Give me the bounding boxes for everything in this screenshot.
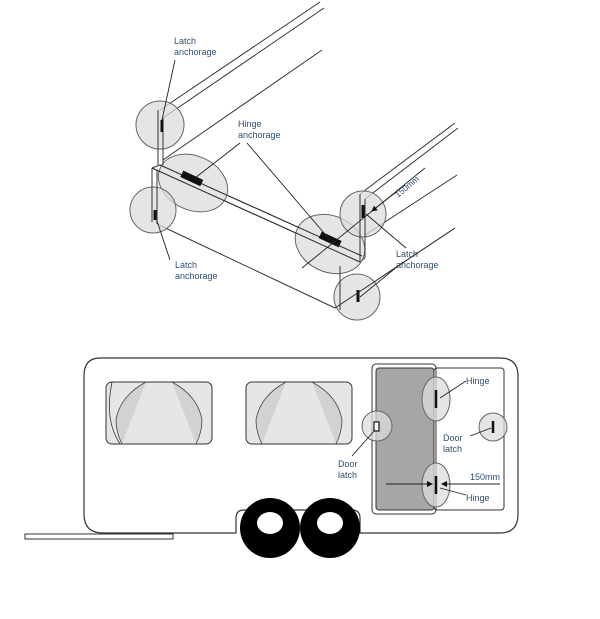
window-middle [245,381,353,445]
hinge-anchorage-left-marker [157,153,229,213]
door-open-outline [433,367,505,511]
latch-anchorage-bottom-left-marker [129,186,177,234]
wheel-rear [300,498,360,558]
leader-latch-right-bottom [359,261,404,298]
label-hinge-bottom: Hinge [466,493,490,503]
leader-latch-bottom-left [155,217,171,261]
drawbar [24,533,174,540]
label-hinge-anchorage: Hinge anchorage [238,119,281,140]
latch-anchorage-top-left-marker [135,100,185,150]
leader-hinge-left [194,142,241,179]
dimension-arrow-top [371,184,406,212]
leader-hinge-right [246,142,331,241]
door-latch-left-mark [373,421,380,432]
leader-door-latch-left [351,429,376,457]
label-door-latch-left: Door latch [338,459,360,480]
dimension-line-top [301,167,426,269]
label-dimension-top: 150mm [393,174,421,200]
label-hinge-top: Hinge [466,376,490,386]
hinge-bracket-right [318,231,342,248]
label-latch-anchorage-bottom-left: Latch anchorage [175,260,218,281]
leader-hinge-bottom [439,487,467,496]
caravan-side-view [24,357,519,558]
leader-latch-top-left [161,59,176,121]
hinge-bracket-left [180,170,204,187]
label-dimension-bottom: 150mm [470,472,500,482]
wheel-front [240,498,300,558]
label-latch-anchorage-right: Latch anchorage [396,249,439,270]
label-door-latch-right: Door latch [443,433,465,454]
leader-hinge-top [439,380,467,399]
leader-latch-right-top [365,213,407,249]
leader-door-latch-right [469,427,492,437]
label-latch-anchorage-top-left: Latch anchorage [174,36,217,57]
window-left [105,381,213,445]
